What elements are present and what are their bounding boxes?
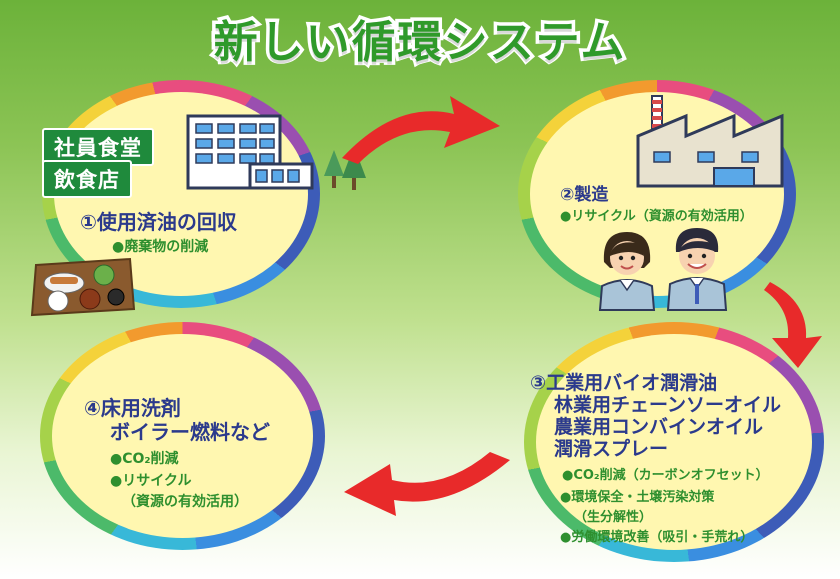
step4-circle	[40, 322, 325, 550]
step2-title: ②製造	[560, 185, 609, 205]
step4-bullet-recycle: ●リサイクル	[110, 473, 192, 489]
step3-bullet-biodegradable: （生分解性）	[574, 510, 653, 525]
page-title: 新しい循環システム	[210, 14, 628, 72]
tag-restaurant: 飲食店	[42, 160, 132, 198]
cycle-arrow-icon	[344, 452, 510, 516]
step3-circle	[524, 322, 824, 562]
step4-title: ④床用洗剤 ボイラー燃料など	[84, 396, 270, 444]
worker-man-icon	[666, 228, 728, 311]
step1-bullet-waste: ●廃棄物の削減	[112, 239, 209, 255]
meal-tray-icon	[30, 257, 136, 317]
factory-icon	[636, 95, 784, 188]
step3-title-line: 林業用チェーンソーオイル	[554, 394, 782, 416]
step1-title: ①使用済油の回収	[80, 210, 237, 234]
step3-title-line: 農業用コンバインオイル	[554, 416, 764, 438]
step4-title-line: ④床用洗剤	[84, 396, 181, 420]
cycle-arrow-icon	[342, 96, 500, 164]
step3-title-line: ③工業用バイオ潤滑油	[530, 372, 718, 394]
step4-bullet-resource: （資源の有効活用）	[122, 494, 248, 510]
worker-woman-icon	[598, 232, 656, 311]
step3-bullet-workplace: ●労働環境改善（吸引・手荒れ）	[560, 530, 754, 545]
step3-bullet-co2: ●CO₂削減（カーボンオフセット）	[562, 468, 769, 483]
step3-title-line: 潤滑スプレー	[554, 438, 669, 460]
step2-bullet-recycle: ●リサイクル（資源の有効活用）	[560, 209, 753, 224]
step4-bullet-co2: ●CO₂削減	[110, 451, 179, 467]
office-building-icon	[186, 114, 314, 190]
step3-title: ③工業用バイオ潤滑油 林業用チェーンソーオイル 農業用コンバインオイル 潤滑スプ…	[530, 372, 781, 460]
step3-bullet-environment: ●環境保全・土壌汚染対策	[560, 490, 715, 505]
cycle-arrow-icon	[764, 282, 822, 368]
step4-title-line: ボイラー燃料など	[110, 420, 270, 444]
step2-circle	[518, 80, 796, 308]
